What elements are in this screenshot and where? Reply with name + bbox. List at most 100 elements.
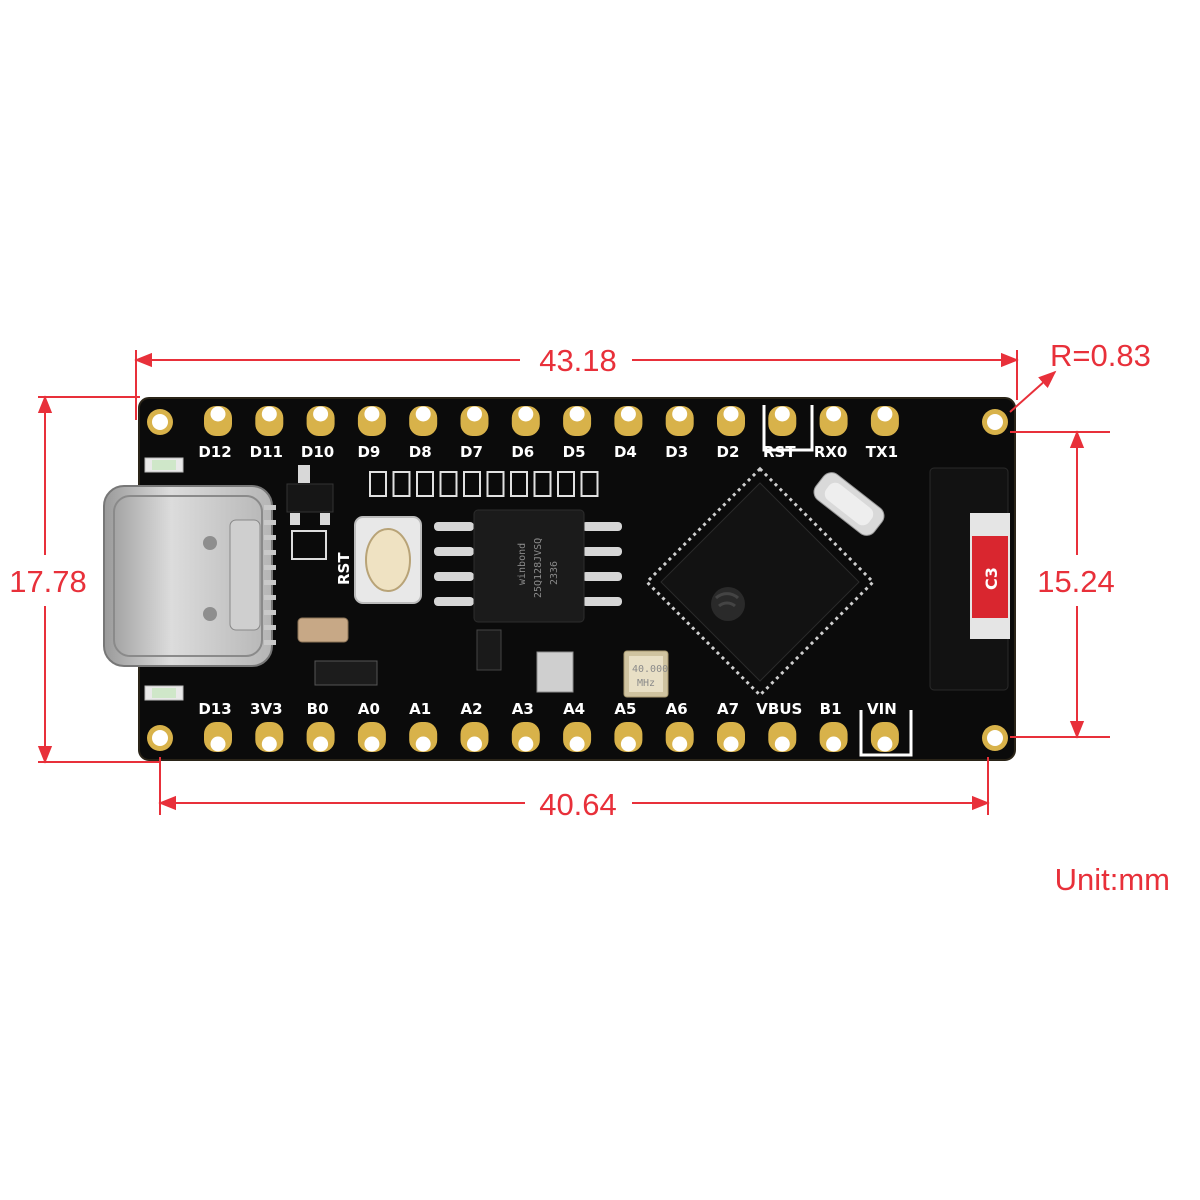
reset-button[interactable] — [354, 516, 422, 604]
dimension-top: 43.18 — [134, 343, 1019, 420]
pin-label: A1 — [409, 700, 431, 718]
pin-label: D8 — [409, 443, 432, 461]
smd-pad — [533, 471, 552, 497]
pin-label: A3 — [512, 700, 534, 718]
pin-label: A5 — [614, 700, 636, 718]
espressif-logo-icon — [711, 587, 745, 621]
pin-hole — [467, 406, 482, 422]
smd-pad — [486, 471, 505, 497]
bottom-pin-labels: D13 3V3 B0 A0 A1 A2 A3 A4 A5 A6 A7 VBUS B1 VIN — [198, 700, 896, 718]
pin-hole — [877, 406, 893, 422]
flash-brand: winbond — [517, 543, 528, 585]
pin-hole — [261, 736, 277, 752]
flash-chip: winbond 25Q128JVSQ 2336 — [434, 509, 622, 623]
mounting-holes — [147, 409, 1008, 751]
antenna-area: C3 — [929, 467, 1010, 691]
pin-label: A0 — [358, 700, 380, 718]
pin-hole — [569, 406, 585, 422]
pin-label: D12 — [198, 443, 231, 461]
pin-hole — [467, 736, 482, 752]
smd-pad — [416, 471, 434, 497]
pin-hole — [723, 736, 739, 752]
crystal-oscillator-40mhz: 40.000 MHz — [623, 650, 669, 698]
pin-label: D13 — [198, 700, 231, 718]
pin-label: D4 — [614, 443, 637, 461]
pin-label: B0 — [307, 700, 329, 718]
usb-c-connector — [103, 485, 276, 667]
width-top-value: 43.18 — [539, 343, 617, 378]
pin-hole — [672, 736, 688, 752]
pin-label: A6 — [666, 700, 688, 718]
bottom-pin-pads — [204, 722, 899, 752]
pin-hole — [313, 736, 329, 752]
pin-hole — [415, 406, 431, 422]
pin-hole — [364, 406, 380, 422]
dimension-left: 17.78 — [9, 395, 160, 764]
height-left-value: 17.78 — [9, 564, 87, 599]
pin-hole — [774, 406, 790, 422]
pin-hole — [877, 736, 893, 752]
regulator-chip — [286, 465, 334, 525]
pin-label: D3 — [665, 443, 688, 461]
smd-pad — [580, 471, 599, 497]
pin-hole — [313, 406, 329, 422]
pin-label: B1 — [820, 700, 842, 718]
pin-hole — [518, 736, 534, 752]
small-components — [291, 530, 574, 693]
pin-hole — [569, 736, 585, 752]
width-bottom-value: 40.64 — [539, 787, 617, 822]
smd-pad — [392, 471, 411, 497]
smd-pad — [439, 471, 458, 497]
pin-label: D10 — [301, 443, 334, 461]
pin-hole — [826, 406, 842, 422]
unit-label: Unit:mm — [1054, 862, 1170, 897]
dimension-right: 15.24 — [1010, 430, 1115, 739]
dimension-bottom: 40.64 — [158, 757, 990, 822]
pin-label: A4 — [563, 700, 585, 718]
pin-label: D9 — [357, 443, 380, 461]
led-indicators — [144, 457, 184, 701]
pin-label: VIN — [867, 700, 897, 718]
pin-hole — [415, 736, 431, 752]
reset-label: RST — [335, 552, 353, 585]
top-pin-pads — [204, 406, 899, 436]
crystal-frequency: 40.000 — [632, 664, 668, 675]
pin-label: VBUS — [756, 700, 802, 718]
pin-hole — [672, 406, 688, 422]
pin-label: A2 — [460, 700, 482, 718]
antenna-label: C3 — [982, 567, 1001, 590]
pin-hole — [826, 736, 842, 752]
flash-part: 25Q128JVSQ — [533, 538, 544, 598]
pin-hole — [364, 736, 380, 752]
pin-hole — [723, 406, 739, 422]
pin-label: D6 — [511, 443, 534, 461]
pin-hole — [518, 406, 534, 422]
pin-label: RST — [763, 443, 796, 461]
smd-pad-row — [369, 471, 599, 497]
dimension-radius: R=0.83 — [1009, 338, 1151, 413]
height-right-value: 15.24 — [1037, 564, 1115, 599]
radius-value: R=0.83 — [1050, 338, 1151, 373]
pin-hole — [210, 406, 226, 422]
pcb-slots — [762, 405, 913, 757]
pin-label: RX0 — [814, 443, 848, 461]
pin-label: D7 — [460, 443, 483, 461]
pin-label: TX1 — [866, 443, 898, 461]
crystal-unit: MHz — [637, 678, 655, 689]
smd-pad — [557, 471, 575, 497]
pin-hole — [261, 406, 277, 422]
pin-hole — [620, 736, 636, 752]
pin-hole — [774, 736, 790, 752]
smd-pad — [510, 471, 528, 497]
pin-label: D5 — [563, 443, 586, 461]
pin-label: D2 — [717, 443, 740, 461]
pin-label: 3V3 — [250, 700, 282, 718]
flash-code: 2336 — [549, 561, 560, 585]
pin-label: A7 — [717, 700, 739, 718]
esp32-c3-chip — [644, 466, 876, 698]
pin-hole — [210, 736, 226, 752]
smd-pad — [463, 471, 481, 497]
crystal-oscillator-small — [813, 472, 885, 536]
